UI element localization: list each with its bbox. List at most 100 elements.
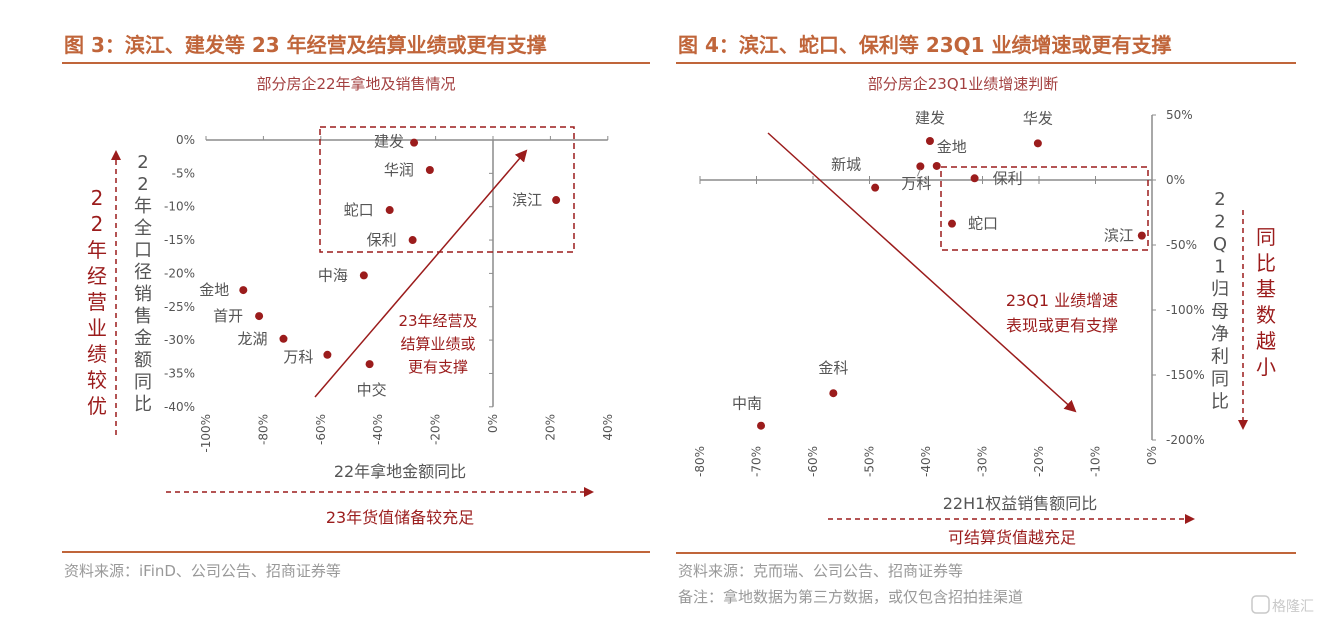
data-point [925, 137, 934, 145]
data-point [385, 206, 394, 215]
vertical-char: 2 [1214, 189, 1225, 210]
annotation-line: 结算业绩或 [400, 335, 475, 353]
vertical-char: 径 [134, 262, 152, 283]
x-tick-label: -10% [1089, 446, 1103, 477]
vertical-char: 额 [134, 350, 152, 371]
vertical-char: 比 [1211, 392, 1229, 413]
data-point [552, 196, 561, 205]
x-tick-label: -70% [750, 446, 764, 477]
data-point [359, 271, 368, 280]
x-tick-label: -20% [429, 414, 443, 445]
vertical-char: 较 [87, 368, 107, 392]
point-label: 保利 [993, 169, 1023, 187]
point-label: 中海 [318, 266, 348, 284]
y-tick-label: -35% [164, 366, 195, 380]
vertical-char: 2 [137, 152, 148, 173]
vertical-char: 同 [134, 372, 152, 393]
data-point [279, 334, 288, 343]
x-tick-label: 0% [1145, 446, 1159, 465]
point-label: 万科 [901, 174, 931, 192]
vertical-char: 利 [1211, 347, 1229, 368]
vertical-char: 比 [1256, 251, 1276, 275]
chart2-x-side-note: 可结算货值越充足 [948, 528, 1076, 547]
annotation-line: 表现或更有支撑 [1006, 316, 1118, 335]
vertical-char: 数 [1256, 303, 1276, 327]
vertical-char: 同 [1256, 225, 1276, 249]
point-label: 蛇口 [344, 201, 374, 219]
figure4-note: 备注：拿地数据为第三方数据，或仅包含招拍挂渠道 [678, 588, 1023, 606]
y-tick-label: -50% [1166, 238, 1197, 252]
y-tick-label: -20% [164, 266, 195, 280]
x-tick-label: -60% [806, 446, 820, 477]
y-tick-label: 0% [176, 133, 195, 147]
data-point [947, 219, 956, 228]
chart2: -80%-70%-60%-50%-40%-30%-20%-10%0%50%0%-… [693, 108, 1205, 477]
vertical-char: 1 [1214, 257, 1225, 278]
data-point [425, 166, 434, 175]
vertical-char: 基 [1256, 277, 1276, 301]
vertical-char: 销 [134, 284, 152, 305]
chart1-x-axis-title: 22年拿地金额同比 [334, 462, 466, 481]
y-tick-label: -40% [164, 400, 195, 414]
vertical-char: 2 [137, 174, 148, 195]
vertical-char: 年 [134, 196, 152, 217]
vertical-char: 绩 [87, 342, 107, 366]
y-tick-label: -30% [164, 333, 195, 347]
point-label: 中南 [732, 395, 762, 413]
data-point [410, 138, 419, 147]
chart1-annotation: 23年经营及 结算业绩或 更有支撑 [398, 312, 477, 376]
point-label: 金地 [199, 281, 229, 299]
x-tick-label: -50% [863, 446, 877, 477]
x-tick-label: -80% [256, 414, 270, 445]
data-point [408, 236, 417, 245]
point-label: 滨江 [512, 191, 542, 209]
chart1-x-side-note: 23年货值储备较充足 [326, 508, 474, 527]
data-point [916, 162, 925, 171]
leader-line [916, 169, 921, 177]
point-label: 建发 [374, 133, 404, 151]
y-tick-label: -100% [1166, 303, 1205, 317]
data-point [829, 389, 838, 398]
y-tick-label: 0% [1166, 173, 1185, 187]
vertical-char: 2 [1214, 212, 1225, 233]
vertical-char: 营 [87, 290, 107, 314]
watermark-logo: 格隆汇 [1251, 595, 1314, 615]
vertical-char: 金 [134, 328, 152, 349]
vertical-char: 2 [91, 212, 104, 236]
y-tick-label: -10% [164, 200, 195, 214]
point-label: 华润 [384, 161, 414, 179]
vertical-char: 小 [1256, 355, 1276, 379]
point-label: 首开 [213, 307, 243, 325]
point-label: 建发 [915, 109, 945, 127]
x-tick-label: 0% [486, 414, 500, 433]
vertical-char: 年 [87, 238, 107, 262]
point-label: 金地 [937, 138, 967, 156]
point-label: 蛇口 [968, 215, 998, 233]
figure4-source: 资料来源：克而瑞、公司公告、招商证券等 [678, 562, 963, 580]
data-point [1137, 231, 1146, 240]
vertical-char: 越 [1256, 329, 1276, 353]
x-tick-label: -80% [693, 446, 707, 477]
point-label: 龙湖 [237, 330, 267, 348]
point-label: 华发 [1023, 109, 1053, 127]
vertical-char: 售 [134, 306, 152, 327]
y-tick-label: -5% [172, 166, 195, 180]
data-point [932, 161, 941, 170]
point-label: 新城 [831, 156, 861, 174]
data-point [365, 360, 374, 369]
chart2-title: 部分房企23Q1业绩增速判断 [868, 75, 1058, 93]
x-tick-label: -40% [371, 414, 385, 445]
vertical-char: 业 [87, 316, 107, 340]
data-point [1033, 139, 1042, 148]
vertical-char: 同 [1211, 369, 1229, 390]
chart2-x-axis-title: 22H1权益销售额同比 [943, 494, 1098, 513]
point-label: 保利 [367, 231, 397, 249]
chart2-trend-arrow [767, 132, 1077, 413]
vertical-char: 净 [1211, 324, 1229, 345]
vertical-char: 优 [87, 394, 107, 418]
annotation-line: 23年经营及 [398, 312, 477, 330]
